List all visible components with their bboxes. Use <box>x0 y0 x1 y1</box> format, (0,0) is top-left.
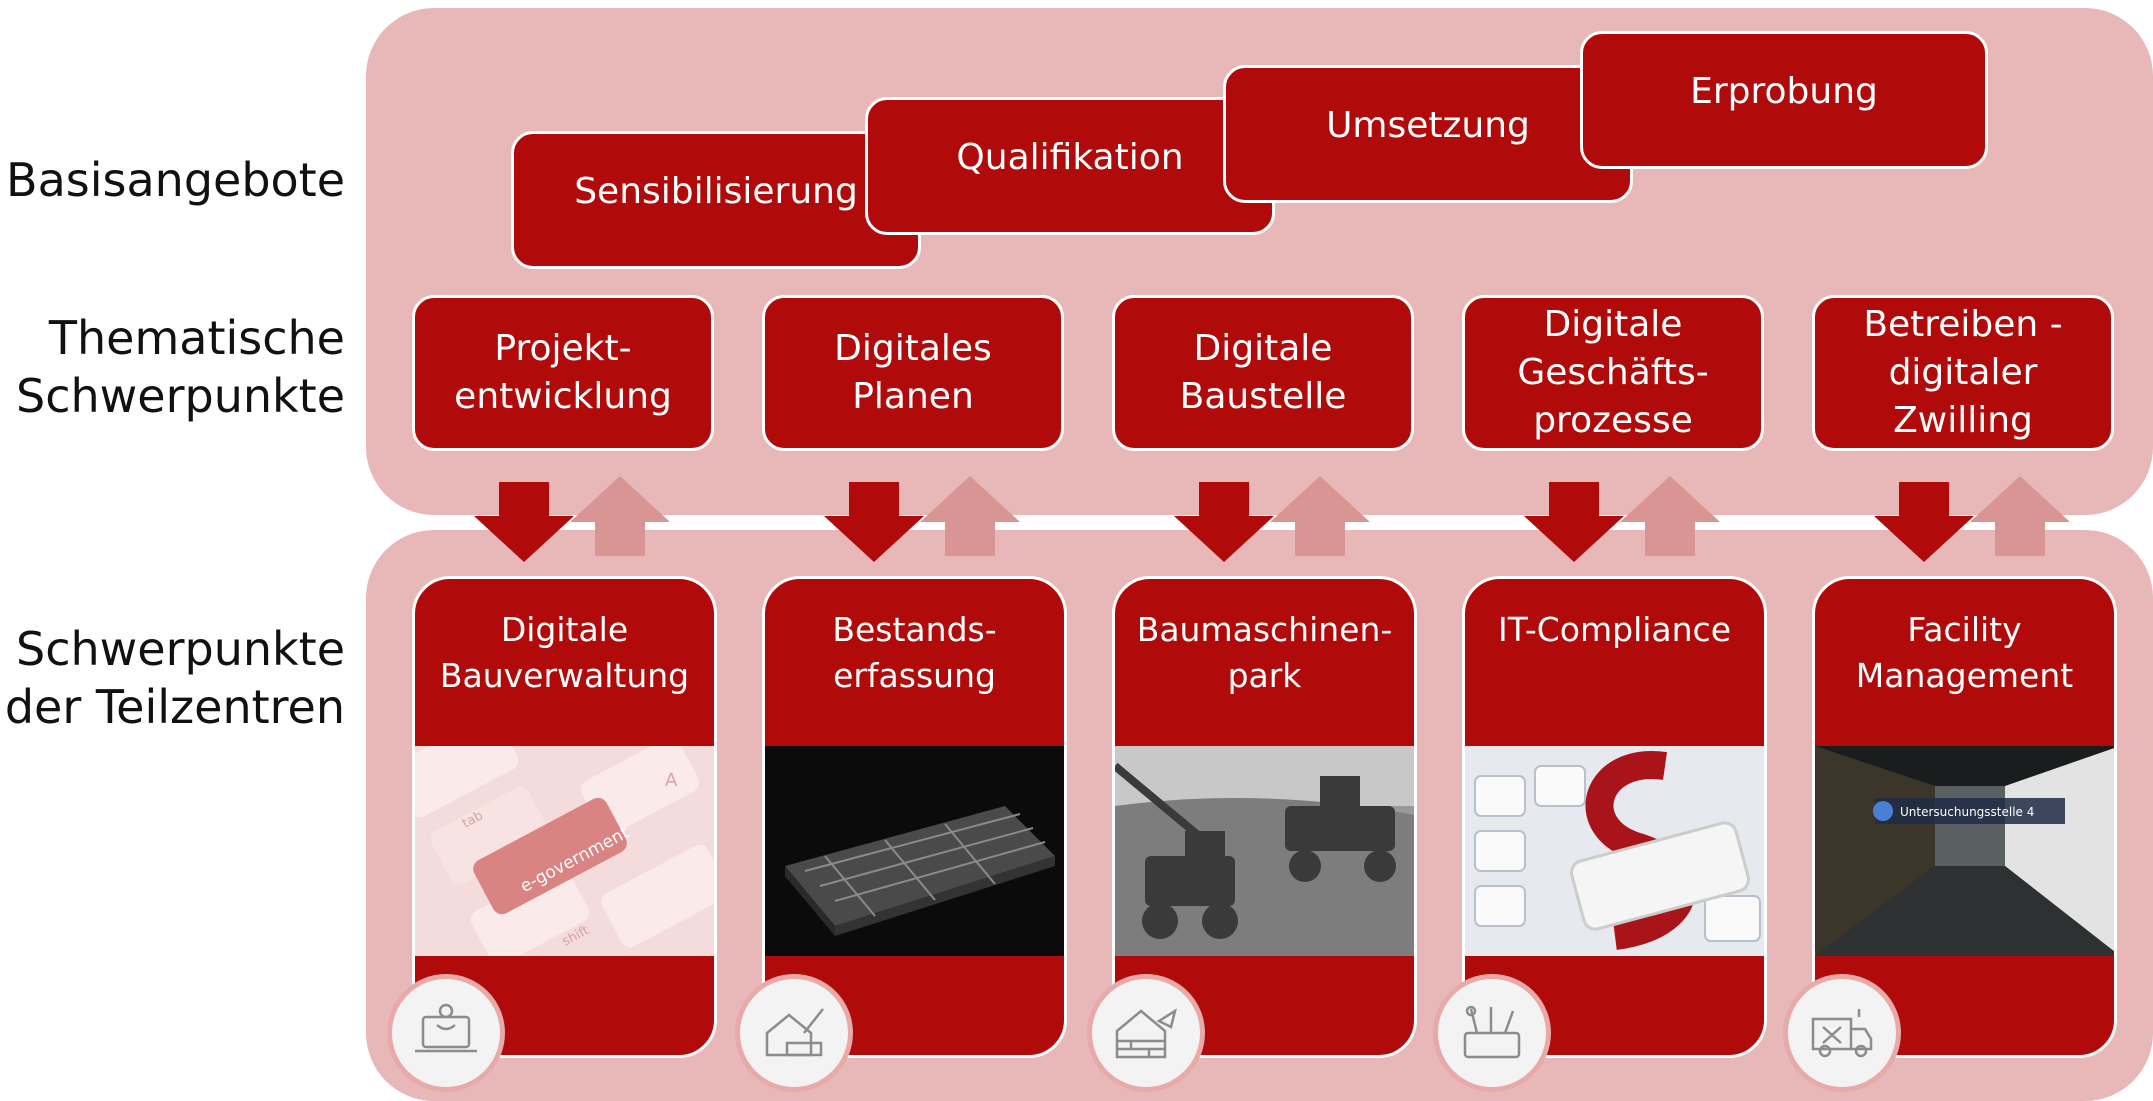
paragraph-keyboard-photo <box>1465 746 1764 956</box>
step-erprobung: Erprobung <box>1580 31 1988 169</box>
construction-machines-photo <box>1115 746 1414 956</box>
up-arrow <box>920 476 1020 556</box>
card-digitale-bauverwaltung: Digitale Bauverwaltung e-government tab … <box>412 576 717 1058</box>
service-truck-icon <box>1783 974 1901 1092</box>
up-arrow <box>570 476 670 556</box>
corridor-photo: Untersuchungsstelle 4 <box>1815 746 2114 956</box>
brick-house-trowel-icon <box>1087 974 1205 1092</box>
step-qualifikation: Qualifikation <box>865 97 1275 235</box>
house-pencil-ruler-icon <box>735 974 853 1092</box>
row-label-basisangebote: Basisangebote <box>6 153 345 207</box>
up-arrow <box>1620 476 1720 556</box>
keyboard-a-label: A <box>665 770 678 791</box>
theme-digitale-baustelle: Digitale Baustelle <box>1112 295 1414 451</box>
down-arrow <box>1174 482 1274 562</box>
card-title: Digitale Bauverwaltung <box>439 610 690 695</box>
down-arrow <box>1874 482 1974 562</box>
keyboard-egovernment-photo: e-government tab shift A <box>415 746 714 956</box>
corridor-marker-label: Untersuchungsstelle 4 <box>1900 805 2034 819</box>
card-bestandserfassung: Bestands- erfassung <box>762 576 1067 1058</box>
step-sensibilisierung: Sensibilisierung <box>511 131 921 269</box>
theme-projektentwicklung: Projekt- entwicklung <box>412 295 714 451</box>
step-umsetzung: Umsetzung <box>1223 65 1633 203</box>
theme-digitale-geschaeftsprozesse: Digitale Geschäfts- prozesse <box>1462 295 1764 451</box>
up-arrow <box>1270 476 1370 556</box>
card-title: Baumaschinen- park <box>1136 610 1393 695</box>
card-title: IT-Compliance <box>1497 610 1731 649</box>
down-arrow <box>474 482 574 562</box>
toolbox-icon <box>1433 974 1551 1092</box>
down-arrow <box>1524 482 1624 562</box>
row-label-schwerpunkte-teilzentren: Schwerpunkte der Teilzentren <box>4 622 345 734</box>
theme-digitales-planen: Digitales Planen <box>762 295 1064 451</box>
card-it-compliance: IT-Compliance <box>1462 576 1767 1058</box>
up-arrow <box>1970 476 2070 556</box>
down-arrow <box>824 482 924 562</box>
theme-betreiben-digitaler-zwilling: Betreiben - digitaler Zwilling <box>1812 295 2114 451</box>
point-cloud-scan-photo <box>765 746 1064 956</box>
laptop-person-icon <box>387 974 505 1092</box>
card-title: Bestands- erfassung <box>832 610 997 695</box>
row-label-thematische-schwerpunkte: Thematische Schwerpunkte <box>16 311 345 423</box>
card-title: Facility Management <box>1855 610 2074 695</box>
